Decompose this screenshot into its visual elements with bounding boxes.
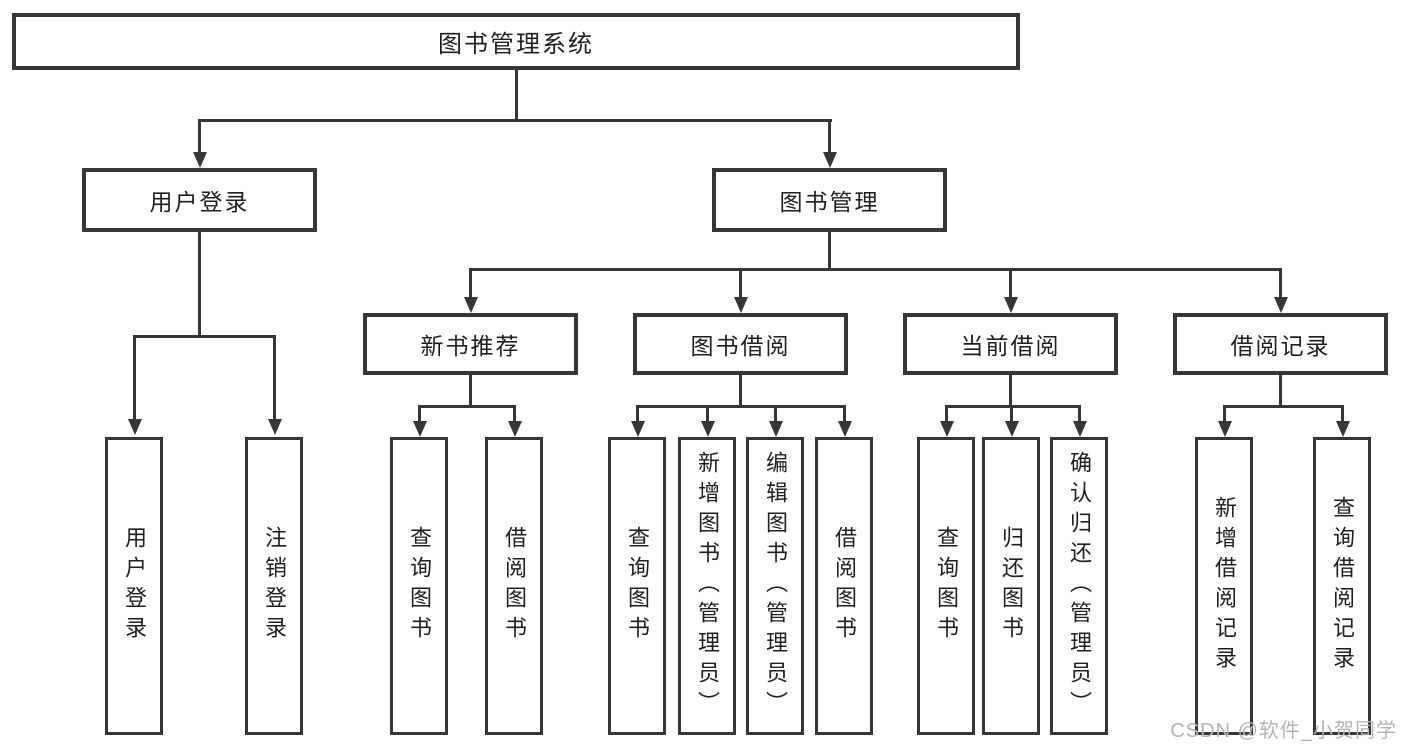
leaf-query-books-1: 查询图书 xyxy=(390,437,448,735)
arrow-shaft xyxy=(273,335,276,419)
arrow-shaft xyxy=(198,119,201,153)
leaf-user-login: 用户登录 xyxy=(105,437,163,735)
leaf-query-borrow-record: 查询借阅记录 xyxy=(1313,437,1371,735)
arrow-down-icon xyxy=(701,421,715,437)
arrow-down-icon xyxy=(838,421,852,437)
leaf-add-books-admin: 新增图书（管理员） xyxy=(678,437,736,735)
leaf-borrow-books-2: 借阅图书 xyxy=(815,437,873,735)
arrow-down-icon xyxy=(1073,421,1087,437)
node-book-management: 图书管理 xyxy=(712,168,947,232)
arrow-shaft xyxy=(1009,268,1012,297)
arrow-down-icon xyxy=(128,419,142,435)
arrow-shaft xyxy=(706,405,709,421)
arrow-shaft xyxy=(843,405,846,421)
arrow-shaft xyxy=(513,405,516,421)
connector-line xyxy=(469,268,1282,271)
arrow-down-icon xyxy=(769,421,783,437)
arrow-down-icon xyxy=(1274,297,1288,313)
arrow-down-icon xyxy=(940,421,954,437)
connector-line xyxy=(198,232,201,335)
leaf-borrow-books-1: 借阅图书 xyxy=(485,437,543,735)
connector-line xyxy=(1009,375,1012,405)
leaf-query-books-2: 查询图书 xyxy=(608,437,666,735)
arrow-down-icon xyxy=(508,421,522,437)
arrow-down-icon xyxy=(1004,297,1018,313)
arrow-shaft xyxy=(469,268,472,297)
connector-line xyxy=(945,405,1081,408)
arrow-shaft xyxy=(1010,405,1013,421)
arrow-down-icon xyxy=(1218,421,1232,437)
arrow-down-icon xyxy=(1005,421,1019,437)
leaf-return-books: 归还图书 xyxy=(982,437,1040,735)
arrow-shaft xyxy=(1223,405,1226,421)
arrow-down-icon xyxy=(631,421,645,437)
arrow-shaft xyxy=(418,405,421,421)
connector-line xyxy=(828,232,831,268)
arrow-down-icon xyxy=(734,297,748,313)
leaf-logout: 注销登录 xyxy=(245,437,303,735)
arrow-down-icon xyxy=(193,152,207,168)
arrow-shaft xyxy=(1341,405,1344,421)
leaf-add-borrow-record: 新增借阅记录 xyxy=(1195,437,1253,735)
arrow-down-icon xyxy=(464,297,478,313)
connector-line xyxy=(1223,405,1344,408)
connector-line xyxy=(469,375,472,405)
node-current-borrow: 当前借阅 xyxy=(903,313,1118,375)
csdn-watermark: CSDN @软件_小贺同学 xyxy=(1170,720,1397,742)
arrow-shaft xyxy=(1279,268,1282,297)
arrow-shaft xyxy=(828,119,831,153)
arrow-shaft xyxy=(636,405,639,421)
connector-line xyxy=(636,405,846,408)
node-book-borrow: 图书借阅 xyxy=(633,313,848,375)
arrow-down-icon xyxy=(268,419,282,435)
arrow-down-icon xyxy=(1336,421,1350,437)
arrow-shaft xyxy=(133,335,136,419)
arrow-down-icon xyxy=(823,152,837,168)
connector-line xyxy=(199,119,832,122)
leaf-edit-books-admin: 编辑图书（管理员） xyxy=(746,437,804,735)
arrow-shaft xyxy=(945,405,948,421)
node-library-management-system: 图书管理系统 xyxy=(12,13,1020,70)
connector-line xyxy=(1279,375,1282,405)
arrow-shaft xyxy=(739,268,742,297)
leaf-confirm-return-admin: 确认归还（管理员） xyxy=(1050,437,1108,735)
node-user-login: 用户登录 xyxy=(82,168,317,232)
leaf-query-books-3: 查询图书 xyxy=(917,437,975,735)
connector-line xyxy=(739,375,742,405)
connector-line xyxy=(418,405,516,408)
connector-line xyxy=(515,70,518,119)
arrow-shaft xyxy=(1078,405,1081,421)
node-borrow-records: 借阅记录 xyxy=(1173,313,1388,375)
arrow-down-icon xyxy=(413,421,427,437)
arrow-shaft xyxy=(774,405,777,421)
connector-line xyxy=(133,335,276,338)
node-new-book-recommend: 新书推荐 xyxy=(363,313,578,375)
